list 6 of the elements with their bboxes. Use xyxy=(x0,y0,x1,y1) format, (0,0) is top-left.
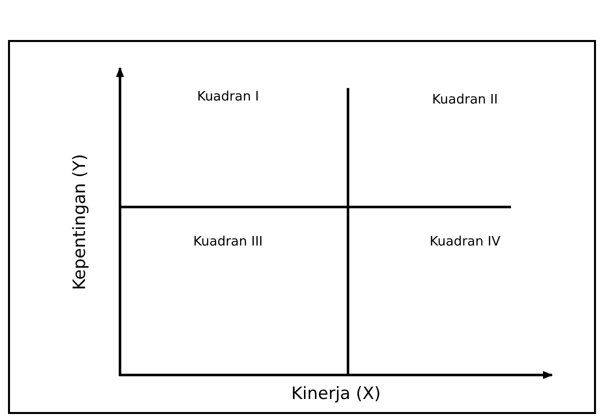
quadrant-label: Kuadran I xyxy=(197,90,259,104)
quadrant-label: Kuadran IV xyxy=(430,234,500,250)
axis-label: Kepentingan (Y) xyxy=(70,154,90,290)
quadrant-label: Kuadran II xyxy=(432,92,498,108)
axis-label: Kinerja (X) xyxy=(291,384,381,404)
quadrant-label: Kuadran III xyxy=(193,234,263,250)
